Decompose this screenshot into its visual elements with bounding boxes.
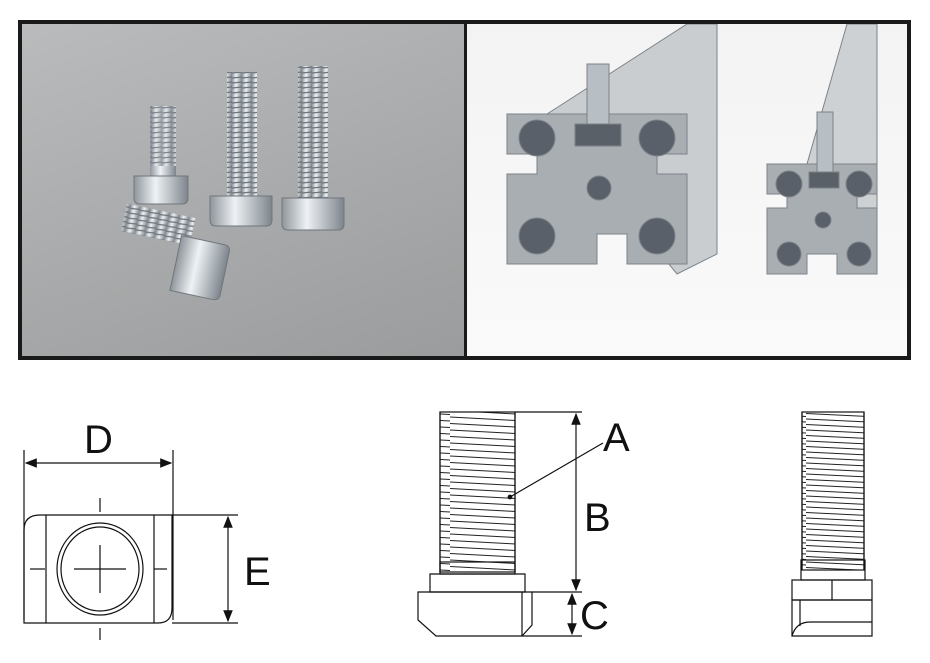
bolt-4 <box>121 203 230 301</box>
top-view <box>23 450 238 640</box>
dimension-label-c: C <box>580 594 609 638</box>
bolt-2 <box>209 72 273 227</box>
dimension-label-e: E <box>244 550 271 594</box>
end-view <box>791 411 873 637</box>
profile-illustration <box>506 24 878 275</box>
dimension-a-leader <box>509 442 604 498</box>
aluminum-profile-photo <box>467 24 907 356</box>
dimension-label-d: D <box>84 418 113 462</box>
t-bolts-photo <box>22 24 464 356</box>
side-view <box>417 411 604 637</box>
bolt-3 <box>281 66 345 231</box>
dimension-label-a: A <box>603 416 630 460</box>
bolt-1 <box>133 106 189 205</box>
profile-small <box>766 24 878 275</box>
t-bolts-illustration <box>121 66 345 301</box>
dimension-label-b: B <box>584 496 611 540</box>
profile-large <box>506 24 718 275</box>
photo-frame <box>18 20 911 360</box>
